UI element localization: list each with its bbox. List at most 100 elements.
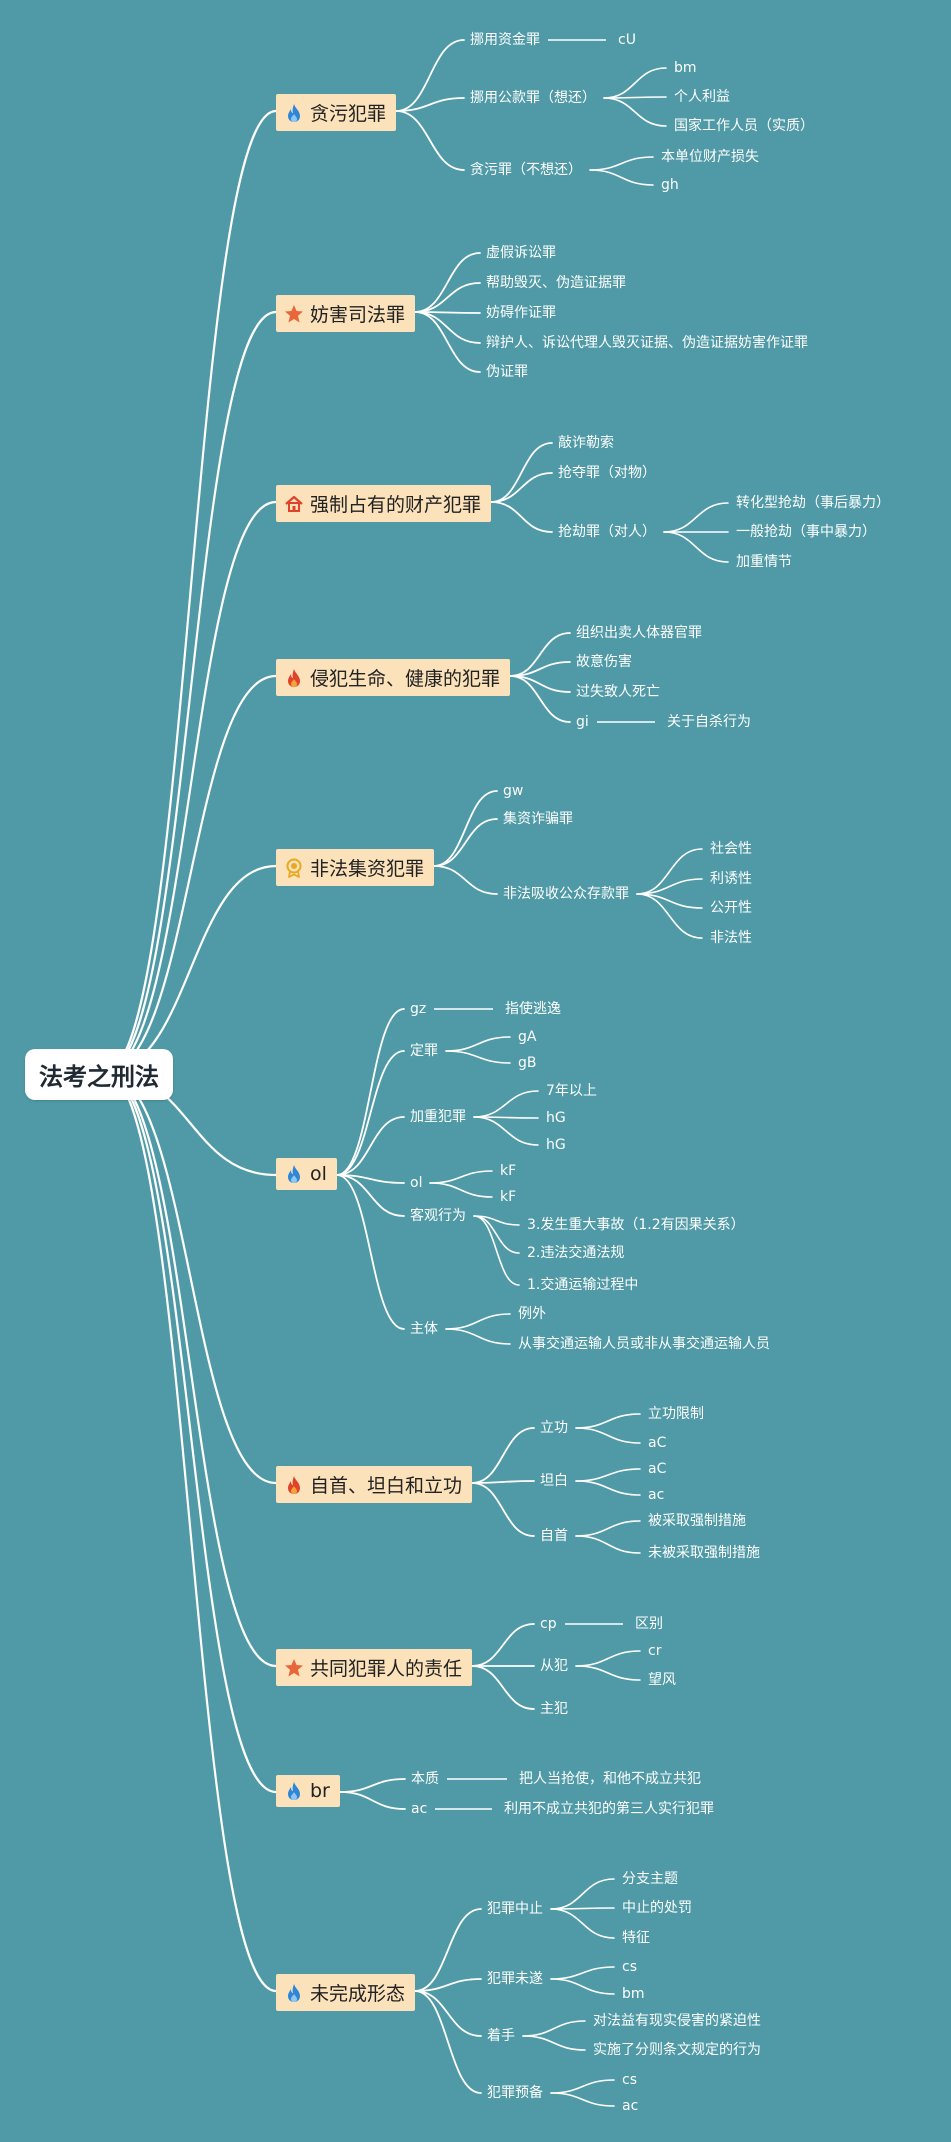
- detail-node[interactable]: 指使逃逸: [505, 1001, 561, 1017]
- detail-node[interactable]: 未被采取强制措施: [648, 1545, 760, 1561]
- subtopic-node[interactable]: gz: [410, 1001, 427, 1017]
- detail-node[interactable]: gh: [661, 177, 679, 193]
- topic-node[interactable]: 强制占有的财产犯罪: [276, 485, 492, 522]
- detail-node[interactable]: 关于自杀行为: [667, 714, 751, 730]
- detail-node[interactable]: 对法益有现实侵害的紧迫性: [593, 2013, 761, 2029]
- detail-node[interactable]: 利用不成立共犯的第三人实行犯罪: [504, 1801, 714, 1817]
- topic-node[interactable]: ol: [276, 1158, 337, 1190]
- subtopic-node[interactable]: 坦白: [540, 1473, 568, 1489]
- subtopic-node[interactable]: 辩护人、诉讼代理人毁灭证据、伪造证据妨害作证罪: [486, 335, 808, 351]
- connector-line: [103, 1070, 278, 1794]
- detail-node[interactable]: 一般抢劫（事中暴力）: [736, 524, 876, 540]
- detail-node[interactable]: 公开性: [710, 900, 752, 916]
- detail-node[interactable]: 区别: [635, 1616, 663, 1632]
- detail-node[interactable]: cs: [622, 1959, 637, 1975]
- detail-node[interactable]: 3.发生重大事故（1.2有因果关系）: [527, 1217, 745, 1233]
- subtopic-node[interactable]: 挪用公款罪（想还）: [470, 90, 596, 106]
- detail-node[interactable]: 特征: [622, 1930, 650, 1946]
- topic-node[interactable]: 贪污犯罪: [276, 94, 397, 131]
- detail-node[interactable]: 望风: [648, 1672, 676, 1688]
- topic-node[interactable]: 共同犯罪人的责任: [276, 1649, 473, 1686]
- detail-node[interactable]: cU: [618, 32, 636, 48]
- detail-node[interactable]: ac: [648, 1487, 665, 1503]
- subtopic-node[interactable]: 帮助毁灭、伪造证据罪: [486, 275, 626, 291]
- detail-node[interactable]: hG: [546, 1110, 566, 1126]
- topic-node[interactable]: 妨害司法罪: [276, 295, 416, 332]
- subtopic-node[interactable]: 敲诈勒索: [558, 435, 614, 451]
- topic-node[interactable]: 未完成形态: [276, 1974, 416, 2011]
- subtopic-node[interactable]: 主犯: [540, 1701, 568, 1717]
- subtopic-node[interactable]: 着手: [487, 2028, 515, 2044]
- detail-node[interactable]: 分支主题: [622, 1871, 678, 1887]
- subtopic-node[interactable]: ol: [410, 1175, 423, 1191]
- detail-node[interactable]: 把人当抢使，和他不成立共犯: [519, 1771, 701, 1787]
- subtopic-node[interactable]: 犯罪预备: [487, 2085, 543, 2101]
- subtopic-node[interactable]: 抢劫罪（对人）: [558, 524, 656, 540]
- subtopic-node[interactable]: gw: [503, 783, 524, 799]
- subtopic-node[interactable]: 立功: [540, 1420, 568, 1436]
- subtopic-node[interactable]: 非法吸收公众存款罪: [503, 886, 629, 902]
- subtopic-node[interactable]: 组织出卖人体器官罪: [576, 625, 702, 641]
- subtopic-node[interactable]: 挪用资金罪: [470, 32, 540, 48]
- subtopic-node[interactable]: 从犯: [540, 1658, 568, 1674]
- detail-node[interactable]: gB: [518, 1055, 537, 1071]
- detail-node[interactable]: bm: [622, 1986, 645, 2002]
- subtopic-node[interactable]: 加重犯罪: [410, 1109, 466, 1125]
- subtopic-node[interactable]: 过失致人死亡: [576, 684, 660, 700]
- root-node[interactable]: 法考之刑法: [25, 1049, 173, 1100]
- detail-node[interactable]: 7年以上: [546, 1083, 597, 1099]
- connector-line: [103, 1070, 278, 1993]
- detail-node[interactable]: 从事交通运输人员或非从事交通运输人员: [518, 1336, 770, 1352]
- detail-node[interactable]: 利诱性: [710, 871, 752, 887]
- subtopic-node[interactable]: 集资诈骗罪: [503, 811, 573, 827]
- detail-node[interactable]: 本单位财产损失: [661, 149, 759, 165]
- connector-line: [550, 1978, 615, 1995]
- detail-node[interactable]: aC: [648, 1461, 667, 1477]
- subtopic-node[interactable]: ac: [411, 1801, 428, 1817]
- detail-node[interactable]: cs: [622, 2072, 637, 2088]
- detail-node[interactable]: 社会性: [710, 841, 752, 857]
- detail-node[interactable]: 转化型抢劫（事后暴力）: [736, 495, 890, 511]
- subtopic-node[interactable]: gi: [576, 714, 589, 730]
- topic-label: br: [310, 1780, 330, 1802]
- subtopic-node[interactable]: 定罪: [410, 1043, 438, 1059]
- detail-node[interactable]: gA: [518, 1029, 537, 1045]
- detail-node[interactable]: 例外: [518, 1306, 546, 1322]
- subtopic-node[interactable]: 故意伤害: [576, 654, 632, 670]
- detail-node[interactable]: 被采取强制措施: [648, 1513, 746, 1529]
- subtopic-node[interactable]: 妨碍作证罪: [486, 305, 556, 321]
- subtopic-node[interactable]: 贪污罪（不想还）: [470, 162, 582, 178]
- detail-node[interactable]: 国家工作人员（实质）: [674, 118, 814, 134]
- connector-line: [336, 1050, 405, 1176]
- subtopic-node[interactable]: 犯罪中止: [487, 1901, 543, 1917]
- subtopic-node[interactable]: 主体: [410, 1321, 438, 1337]
- topic-node[interactable]: 侵犯生命、健康的犯罪: [276, 659, 511, 696]
- subtopic-node[interactable]: 自首: [540, 1528, 568, 1544]
- detail-node[interactable]: kF: [500, 1189, 517, 1205]
- detail-node[interactable]: bm: [674, 60, 697, 76]
- detail-node[interactable]: 个人利益: [674, 89, 730, 105]
- topic-node[interactable]: 自首、坦白和立功: [276, 1466, 473, 1503]
- detail-node[interactable]: aC: [648, 1435, 667, 1451]
- subtopic-node[interactable]: 客观行为: [410, 1208, 466, 1224]
- topic-node[interactable]: 非法集资犯罪: [276, 849, 435, 886]
- detail-node[interactable]: 加重情节: [736, 554, 792, 570]
- subtopic-node[interactable]: 犯罪未遂: [487, 1971, 543, 1987]
- detail-node[interactable]: cr: [648, 1643, 662, 1659]
- detail-node[interactable]: 非法性: [710, 930, 752, 946]
- detail-node[interactable]: ac: [622, 2098, 639, 2114]
- detail-node[interactable]: 立功限制: [648, 1406, 704, 1422]
- detail-node[interactable]: hG: [546, 1137, 566, 1153]
- subtopic-node[interactable]: cp: [540, 1616, 557, 1632]
- detail-node[interactable]: 2.违法交通法规: [527, 1245, 625, 1261]
- detail-node[interactable]: 中止的处罚: [622, 1900, 692, 1916]
- subtopic-node[interactable]: 虚假诉讼罪: [486, 245, 556, 261]
- connector-line: [550, 1908, 615, 1939]
- subtopic-node[interactable]: 抢夺罪（对物）: [558, 465, 656, 481]
- subtopic-node[interactable]: 伪证罪: [486, 364, 528, 380]
- detail-node[interactable]: 实施了分则条文规定的行为: [593, 2042, 761, 2058]
- topic-node[interactable]: br: [276, 1775, 340, 1807]
- subtopic-node[interactable]: 本质: [411, 1771, 439, 1787]
- detail-node[interactable]: kF: [500, 1163, 517, 1179]
- detail-node[interactable]: 1.交通运输过程中: [527, 1277, 639, 1293]
